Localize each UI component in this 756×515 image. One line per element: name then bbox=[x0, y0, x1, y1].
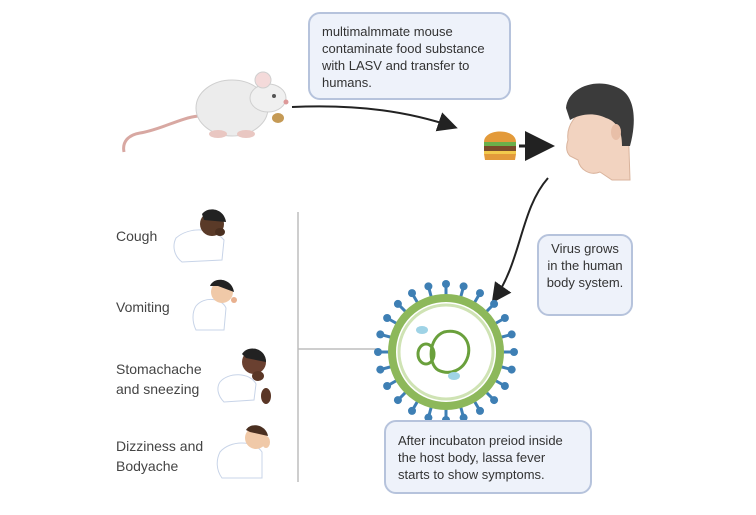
virus-spike-tip bbox=[393, 396, 402, 405]
symptom-stomachache-label: Stomachache and sneezing bbox=[116, 361, 202, 397]
virus-spike-tip bbox=[424, 282, 433, 291]
virus-spike-tip bbox=[510, 348, 518, 356]
arrow-human-to-virus bbox=[491, 177, 549, 304]
virus-spike-tip bbox=[459, 282, 468, 291]
virus-spike-tip bbox=[476, 406, 484, 415]
virus-spike-tip bbox=[490, 299, 499, 308]
coughing-person-icon bbox=[173, 209, 226, 263]
virus-spike-tip bbox=[408, 289, 416, 298]
sneezing-person-icon bbox=[217, 348, 271, 404]
virus-spike-tip bbox=[442, 280, 450, 288]
arrow-mouse-to-food bbox=[291, 105, 458, 132]
virus-spike-tip bbox=[507, 365, 516, 374]
symptom-vomiting-label: Vomiting bbox=[116, 299, 170, 315]
virus-spike-tip bbox=[507, 330, 516, 339]
virus-spike-tip bbox=[376, 365, 385, 374]
symptom-dizziness-label: Dizziness and Bodyache bbox=[116, 438, 204, 474]
virus-spike-tip bbox=[383, 314, 392, 322]
virus-spike-tip bbox=[408, 406, 416, 415]
virus-spike-tip bbox=[500, 382, 509, 390]
virus-spike-tip bbox=[490, 396, 499, 405]
caption-incubation: After incubaton preiod inside the host b… bbox=[384, 420, 592, 494]
vomiting-person-icon bbox=[192, 279, 237, 331]
caption-virus-growth: Virus grows in the human body system. bbox=[537, 234, 633, 316]
symptom-cough-label: Cough bbox=[116, 228, 158, 244]
caption-transmission: multimalmmate mouse contaminate food sub… bbox=[308, 12, 511, 100]
virus-icon bbox=[374, 280, 518, 424]
virus-spike-tip bbox=[376, 330, 385, 339]
burger-icon bbox=[484, 131, 516, 160]
virus-spike-tip bbox=[500, 314, 509, 322]
virus-spike-tip bbox=[424, 413, 433, 422]
mouse-icon bbox=[122, 71, 289, 153]
virus-spike-tip bbox=[476, 289, 484, 298]
virus-spike-tip bbox=[383, 382, 392, 390]
dizzy-person-icon bbox=[216, 425, 270, 479]
human-head-icon bbox=[566, 83, 634, 181]
virus-spike-tip bbox=[374, 348, 382, 356]
virus-spike-tip bbox=[393, 299, 402, 308]
virus-spike-tip bbox=[459, 413, 468, 422]
